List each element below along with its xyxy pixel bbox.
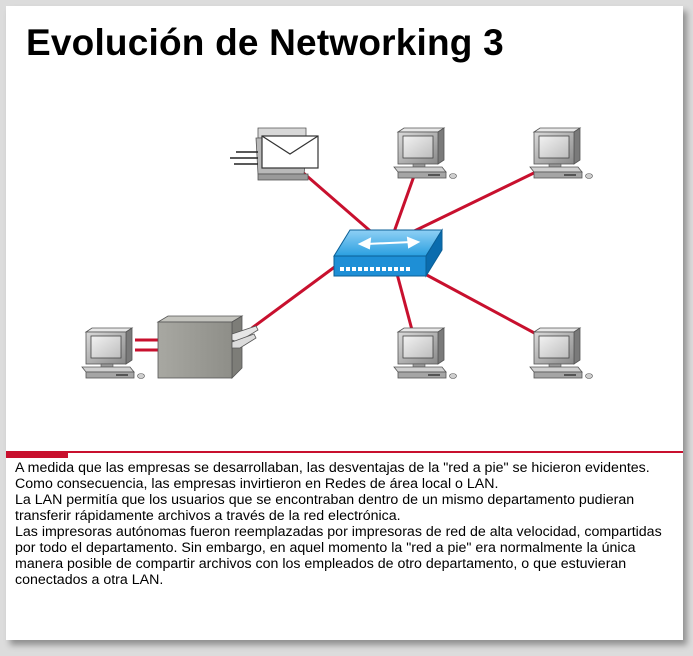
network-links <box>135 168 541 352</box>
description-text: A medida que las empresas se desarrollab… <box>15 460 675 588</box>
paragraph-3: Las impresoras autónomas fueron reemplaz… <box>15 524 662 588</box>
slide: Evolución de Networking 3 <box>6 6 683 640</box>
fax-envelope-icon <box>230 127 319 181</box>
computer-icon-top-center <box>393 127 457 179</box>
computer-icon-bottom-center <box>393 327 457 379</box>
network-printer-icon <box>156 315 259 379</box>
switch-hub-icon <box>333 228 443 278</box>
link-pc-bottom-center <box>394 269 414 331</box>
link-pc-top-center <box>392 175 416 233</box>
paragraph-1: A medida que las empresas se desarrollab… <box>15 460 650 492</box>
link-printer <box>251 261 341 330</box>
section-divider <box>6 451 683 453</box>
computer-icon-top-right <box>529 127 593 179</box>
link-fax <box>299 168 377 238</box>
computer-icon-left <box>81 327 145 379</box>
slide-title: Evolución de Networking 3 <box>26 22 504 63</box>
paragraph-2: La LAN permitía que los usuarios que se … <box>15 492 635 524</box>
link-pc-top-right <box>403 168 541 238</box>
computer-icon-bottom-right <box>529 327 593 379</box>
link-pc-bottom-right <box>409 264 541 338</box>
section-divider-tab <box>6 452 68 458</box>
network-diagram <box>81 127 593 379</box>
